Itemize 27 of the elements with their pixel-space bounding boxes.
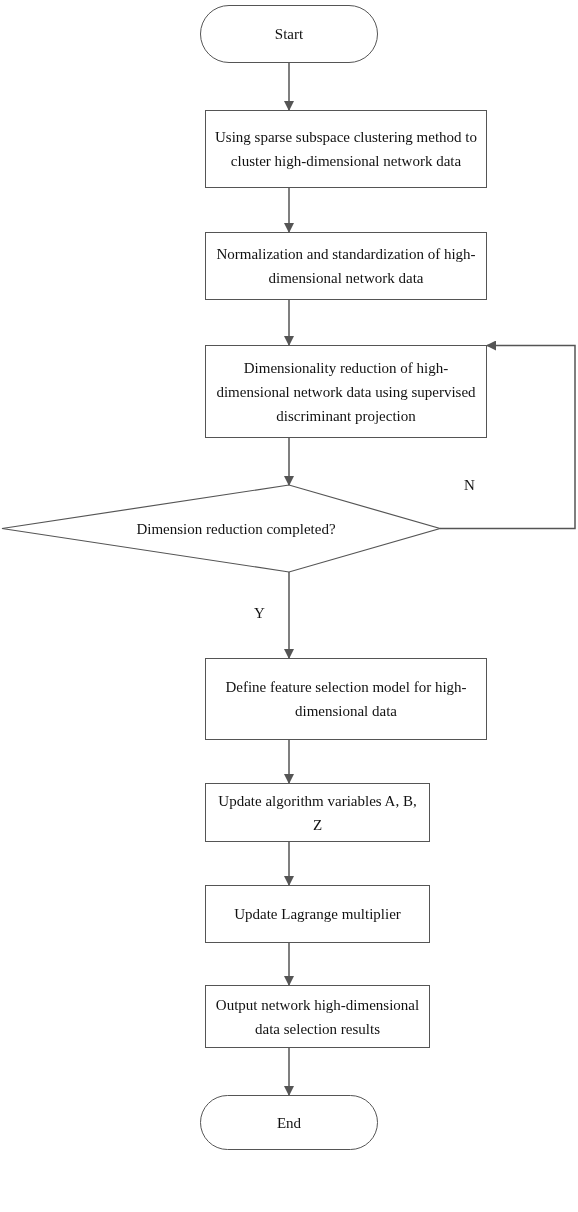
arrow — [284, 841, 294, 886]
node-text: Dimensionality reduction of high-dimensional network data using supervised discriminant projection — [215, 358, 477, 426]
arrow — [284, 437, 294, 486]
process-box — [205, 985, 430, 1048]
arrow — [284, 739, 294, 784]
node-text: End — [276, 1113, 302, 1133]
process-box — [205, 232, 487, 300]
process-box — [205, 885, 430, 943]
arrow — [284, 62, 294, 111]
arrow — [284, 571, 294, 659]
node-text: Start — [274, 25, 304, 44]
node-text: Update Lagrange multiplier — [234, 905, 401, 924]
process-box — [205, 345, 487, 438]
node-text: Output network high-dimensional data selection results — [214, 995, 421, 1039]
node-text: Dimension reduction completed? — [135, 519, 336, 539]
node-text: Update algorithm variables A, B, Z — [217, 791, 418, 835]
arrow — [439, 340, 576, 530]
node-text: Define feature selection model for high-dimensional data — [224, 678, 468, 721]
arrow — [284, 299, 294, 346]
arrow — [284, 1047, 294, 1096]
arrow — [284, 942, 294, 986]
process-box — [205, 110, 487, 188]
node-text: Normalization and standardization of high-dimensional network data — [215, 245, 477, 288]
process-box — [205, 658, 487, 740]
node-text: Using sparse subspace clustering method to cluster high-dimensional network data — [214, 128, 478, 171]
process-box — [205, 783, 430, 842]
arrow — [284, 187, 294, 233]
